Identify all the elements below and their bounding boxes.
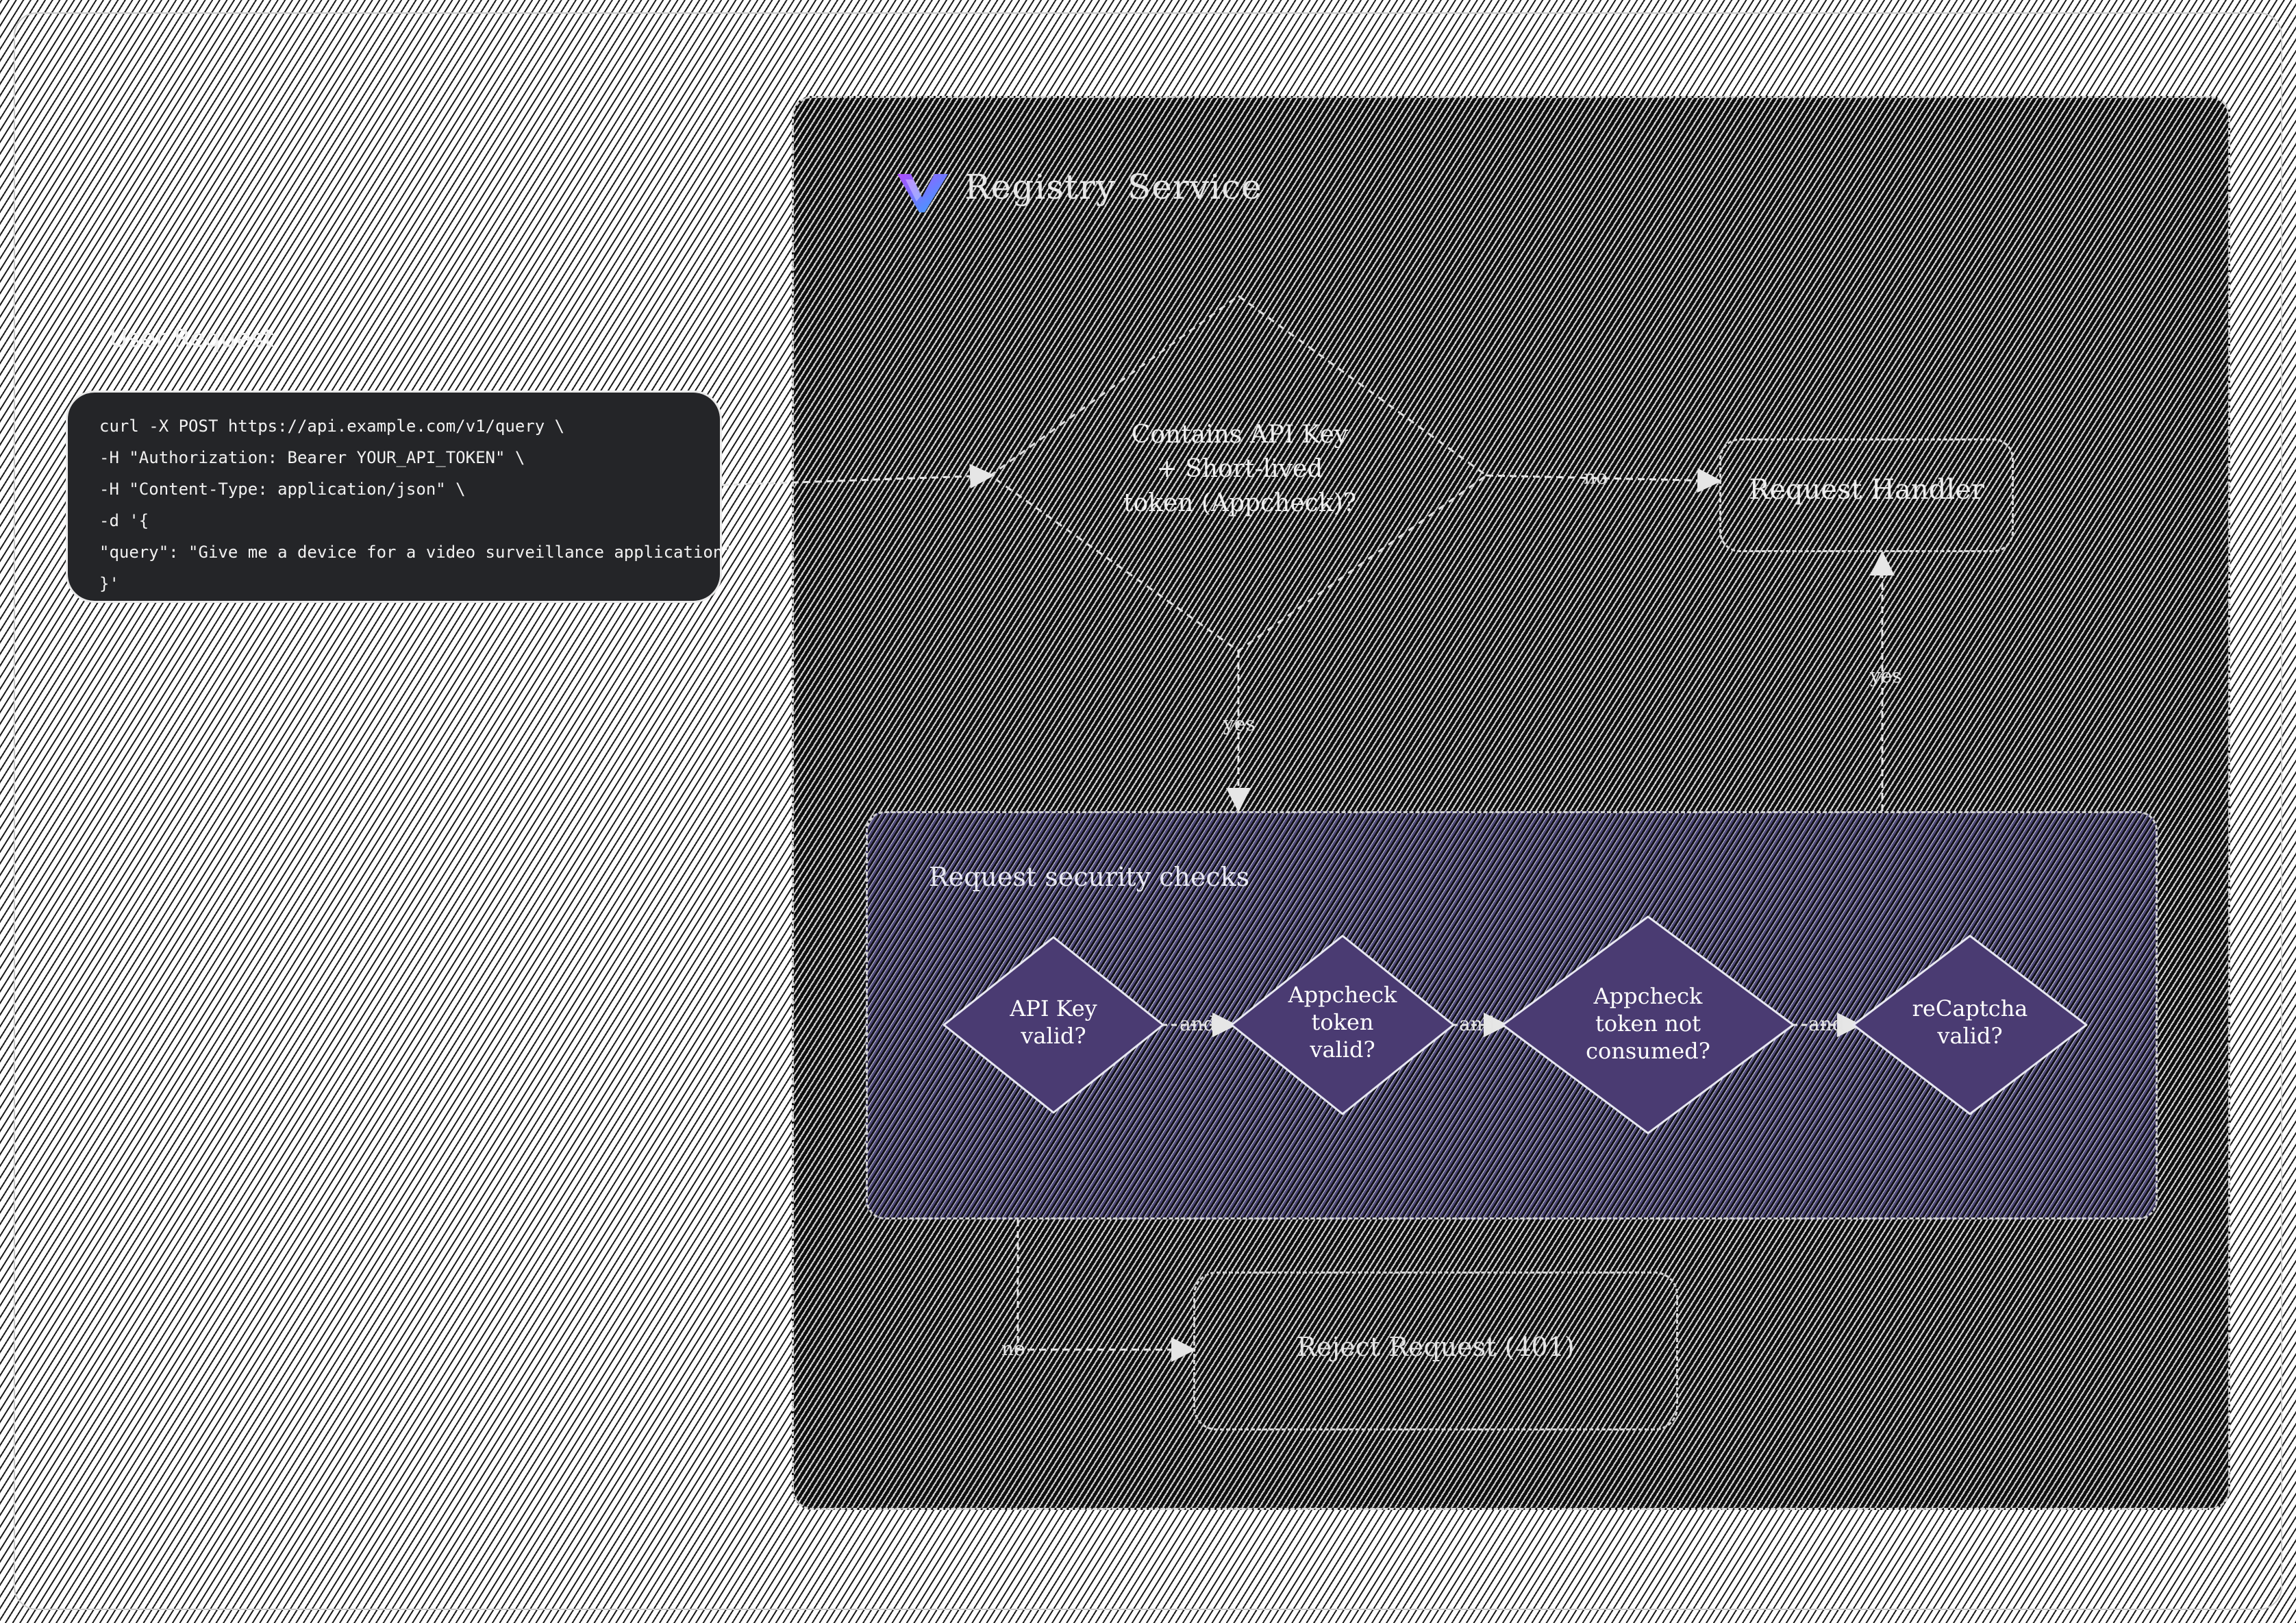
edge-label-and: and (1180, 1013, 1216, 1035)
check-label-line: Appcheck (1288, 982, 1397, 1008)
code-line: -H "Authorization: Bearer YOUR_API_TOKEN… (99, 448, 525, 467)
check-label-line: valid? (1937, 1023, 2003, 1049)
security-checks-title: Request security checks (929, 862, 1250, 892)
check-label-line: valid? (1021, 1023, 1086, 1049)
curl-code-block: curl -X POST https://api.example.com/v1/… (66, 391, 733, 603)
check-label-appcheck-valid: Appcheck token valid? (1260, 981, 1425, 1063)
edge-decision-to-handler (1486, 468, 1722, 493)
edge-request-to-decision (721, 464, 995, 489)
check-label-line: token (1311, 1009, 1374, 1035)
check-label-line: API Key (1010, 995, 1097, 1021)
registry-service-container (792, 96, 2230, 1510)
edge-checks-to-reject (1016, 1219, 1196, 1362)
check-label-line: token not (1595, 1011, 1701, 1037)
code-line: -d '{ (99, 511, 149, 530)
code-line: }' (99, 574, 119, 593)
check-diamond-appcheck-valid (1230, 934, 1455, 1115)
check-label-recaptcha: reCaptcha valid? (1888, 995, 2052, 1050)
reject-request-label: Reject Request (401) (1297, 1332, 1575, 1362)
check-diamond-recaptcha (1852, 934, 2088, 1115)
check-label-line: valid? (1310, 1037, 1375, 1063)
request-handler-box (1719, 438, 2014, 552)
registry-service-title: Registry Service (964, 167, 1262, 207)
check-label-appcheck-not-consumed: Appcheck token not consumed? (1559, 982, 1737, 1065)
decision-text: Contains API Key + Short-lived token (Ap… (1069, 418, 1411, 521)
code-line: curl -X POST https://api.example.com/v1/… (99, 417, 565, 436)
diagram-canvas (14, 12, 2282, 1610)
check-diamond-api-key (943, 936, 1164, 1114)
check-label-line: Appcheck (1593, 983, 1703, 1009)
edge-label-checks-to-handler: yes (1870, 665, 1902, 687)
decision-line: token (Appcheck)? (1123, 489, 1356, 517)
edge-label-and: and (1808, 1013, 1845, 1035)
edge-label-decision-to-checks: yes (1223, 713, 1256, 735)
check-label-api-key: API Key valid? (971, 995, 1136, 1050)
edge-label-and: and (1459, 1013, 1495, 1035)
code-line: -H "Content-Type: application/json" \ (99, 480, 466, 499)
decision-line: Contains API Key (1131, 421, 1349, 449)
check-label-line: reCaptcha (1912, 995, 2028, 1021)
edge-label-decision-to-handler: no (1584, 466, 1608, 488)
code-line: "query": "Give me a device for a video s… (99, 543, 733, 562)
check-label-line: consumed? (1586, 1038, 1710, 1064)
registry-logo-icon (897, 174, 948, 212)
check-diamond-appcheck-not-consumed (1501, 915, 1795, 1135)
user-request-label: User Request (110, 325, 274, 353)
decision-line: + Short-lived (1156, 455, 1323, 483)
request-handler-label: Request Handler (1749, 474, 1984, 506)
edge-label-checks-to-reject: no (1001, 1337, 1025, 1360)
